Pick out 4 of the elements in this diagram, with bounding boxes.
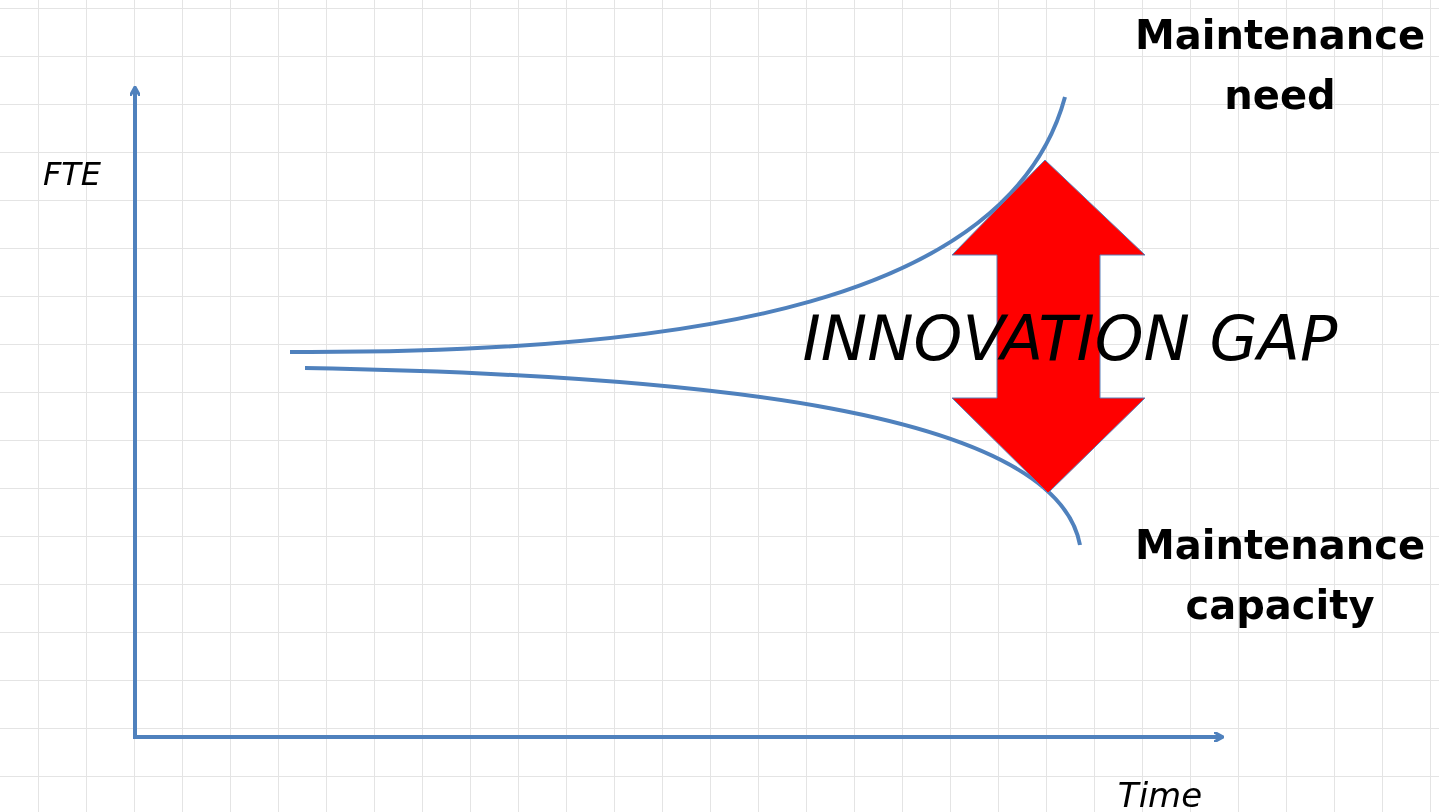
curve-label: Maintenance capacity bbox=[1134, 521, 1426, 630]
curve-label: Maintenance need bbox=[1134, 11, 1426, 120]
axis-label: FTE bbox=[41, 154, 103, 195]
axis-label: Time bbox=[1116, 774, 1204, 812]
